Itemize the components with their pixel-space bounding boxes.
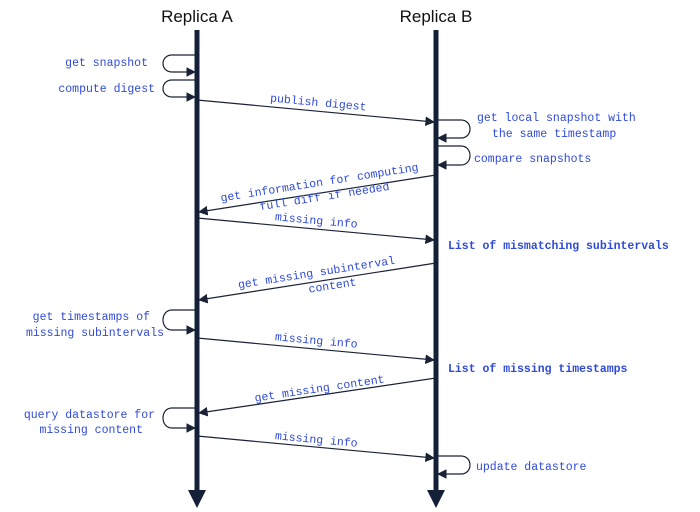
label-get-timestamps-line1: get timestamps of bbox=[33, 311, 150, 324]
label-get-timestamps-line2: missing subintervals bbox=[26, 327, 164, 340]
note-mismatching-subintervals: List of mismatching subintervals bbox=[448, 240, 669, 253]
self-loop-get-local-snapshot bbox=[436, 119, 471, 143]
lifeline-b-arrowhead bbox=[427, 490, 445, 508]
label-compute-digest: compute digest bbox=[58, 83, 155, 96]
label-compare-snapshots: compare snapshots bbox=[474, 153, 591, 166]
message-get-information-arrow bbox=[198, 174, 437, 216]
lifeline-a-arrowhead bbox=[188, 490, 206, 508]
self-loop-compute-digest bbox=[162, 79, 197, 102]
message-get-missing-subinterval-arrow bbox=[198, 262, 437, 304]
label-get-local-snapshot-line1: get local snapshot with bbox=[477, 112, 636, 125]
message-get-missing-content-arrow bbox=[198, 377, 437, 417]
message-missing-info-2-arrow bbox=[196, 337, 435, 364]
label-query-datastore-line2: missing content bbox=[39, 424, 143, 437]
self-loop-get-timestamps bbox=[162, 309, 197, 335]
self-loop-compare-snapshots bbox=[436, 145, 471, 170]
label-get-snapshot: get snapshot bbox=[65, 57, 148, 70]
label-get-missing-content: get missing content bbox=[254, 374, 386, 406]
note-missing-timestamps: List of missing timestamps bbox=[448, 363, 628, 376]
actor-replica-a: Replica A bbox=[161, 7, 233, 26]
label-update-datastore: update datastore bbox=[476, 461, 587, 474]
message-publish-digest-arrow bbox=[196, 99, 435, 126]
label-query-datastore-line1: query datastore for bbox=[24, 409, 155, 422]
label-missing-info-3: missing info bbox=[274, 430, 358, 451]
self-loop-update-datastore bbox=[436, 455, 471, 479]
actor-replica-b: Replica B bbox=[400, 7, 473, 26]
self-loop-query-datastore bbox=[162, 407, 197, 433]
message-missing-info-1-arrow bbox=[196, 217, 435, 244]
message-missing-info-3-arrow bbox=[196, 435, 435, 462]
label-get-local-snapshot-line2: the same timestamp bbox=[492, 128, 616, 141]
self-loop-get-snapshot bbox=[162, 54, 197, 77]
